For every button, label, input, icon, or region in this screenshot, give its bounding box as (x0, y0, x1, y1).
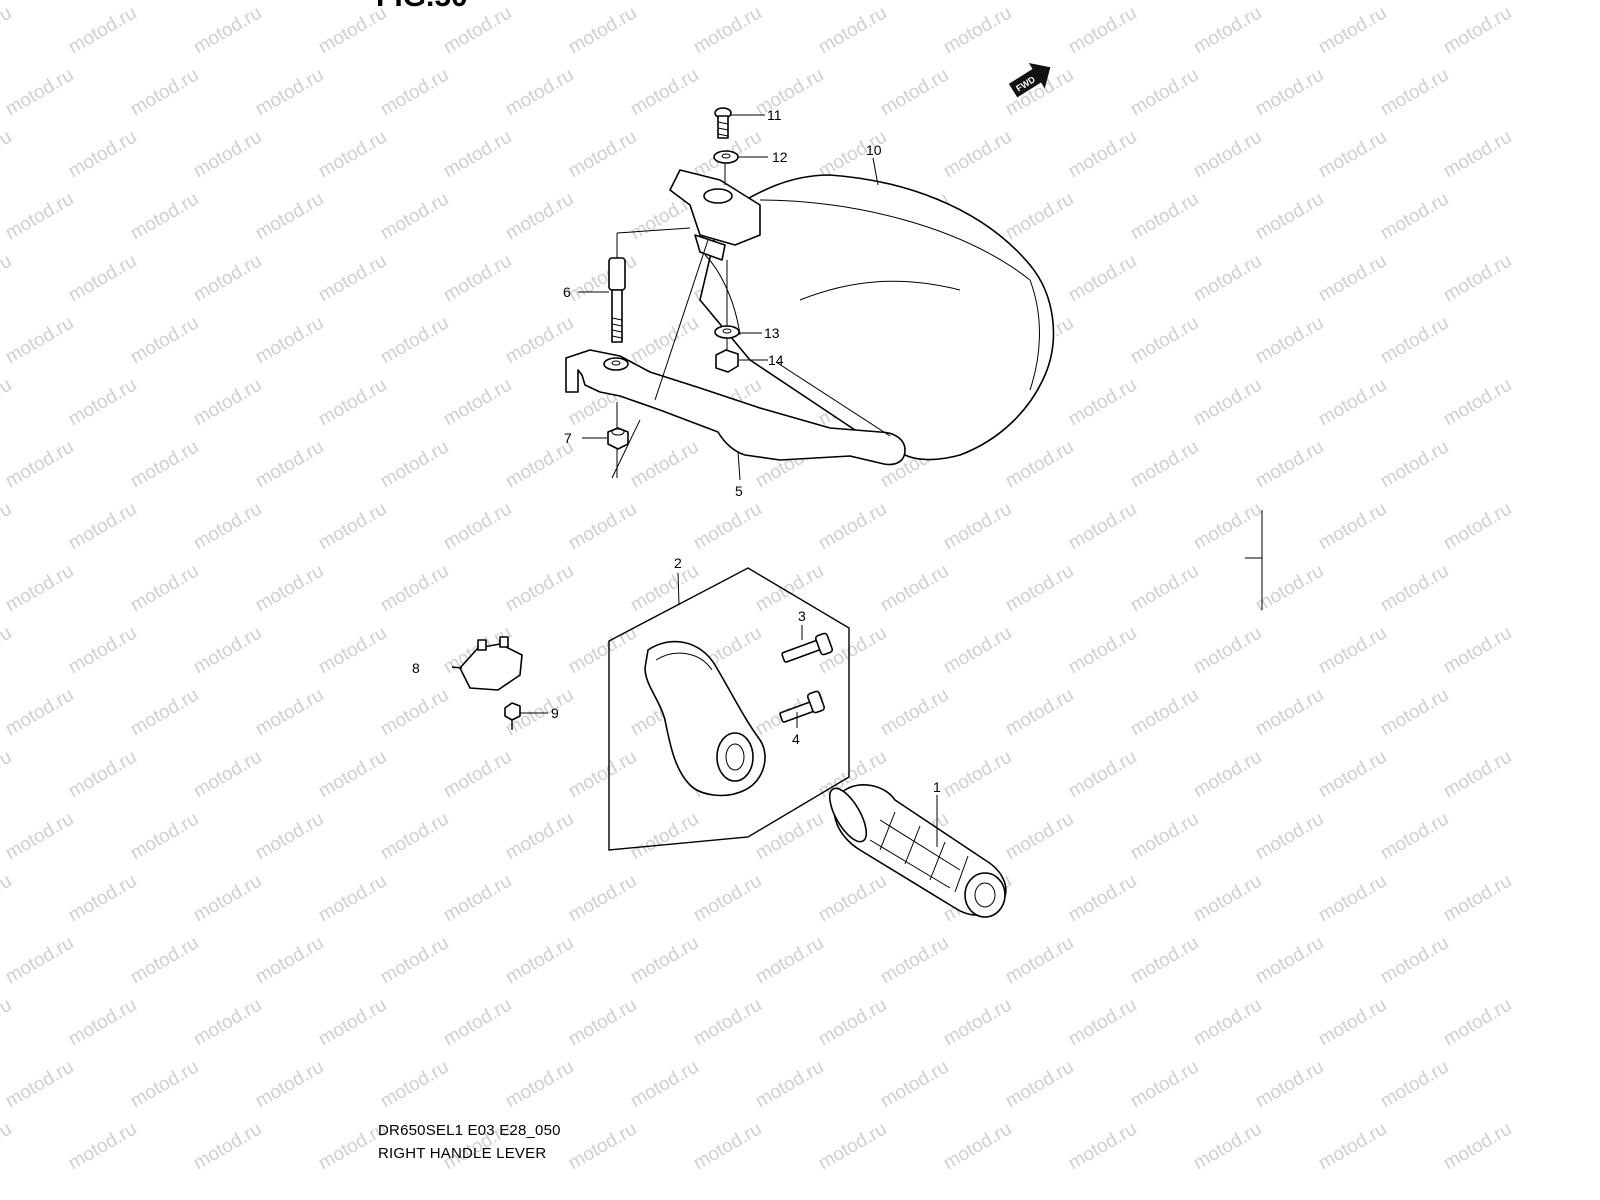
fwd-arrow-icon: FWD (1008, 63, 1051, 98)
pivot-bolt-6-part (608, 257, 626, 343)
lever-bracket-part (669, 169, 761, 336)
throttle-kit-outline (608, 567, 850, 851)
callout-2: 2 (674, 555, 682, 571)
callout-5: 5 (735, 483, 743, 499)
callout-1: 1 (933, 779, 941, 795)
screw-9-part (504, 702, 521, 730)
model-code: DR650SEL1 E03 E28_050 (378, 1122, 561, 1139)
leader-lines (520, 114, 938, 847)
callout-7: 7 (564, 430, 572, 446)
nut-14-part (715, 349, 739, 373)
callout-8: 8 (412, 660, 420, 676)
screw-4-part (779, 690, 826, 723)
hand-guard-part (699, 174, 1055, 461)
callout-11: 11 (767, 107, 782, 123)
washer-12-part (713, 150, 739, 164)
callout-10: 10 (866, 142, 882, 158)
screw-3-part (781, 632, 834, 663)
callout-3: 3 (798, 608, 806, 624)
bolt-11-part (714, 107, 732, 139)
figure-title: FIG.50 (376, 0, 468, 14)
section-title: RIGHT HANDLE LEVER (378, 1145, 547, 1162)
callout-4: 4 (792, 731, 800, 747)
brake-lever-5-part (565, 349, 906, 466)
washer-13-part (714, 325, 740, 339)
throttle-housing-part (644, 640, 766, 797)
callout-14: 14 (768, 352, 784, 368)
callout-13: 13 (764, 325, 780, 341)
callout-12: 12 (772, 149, 788, 165)
callout-numbers: 11 12 10 6 13 14 7 5 2 3 4 1 8 9 (412, 107, 941, 795)
brake-switch-8-part (451, 636, 523, 691)
callout-6: 6 (563, 284, 571, 300)
grip-1-part (828, 784, 1007, 918)
callout-9: 9 (551, 705, 559, 721)
nut-7-part (607, 427, 629, 450)
assembly-lines (611, 163, 728, 479)
